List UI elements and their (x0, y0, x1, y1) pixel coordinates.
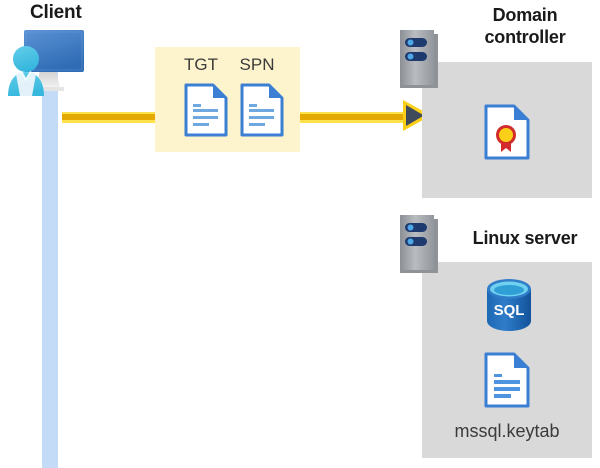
spn-document-icon (240, 83, 284, 142)
tgt-label: TGT (184, 55, 218, 74)
arrow-head-icon (403, 100, 431, 131)
user-computer-icon (6, 26, 90, 98)
client-lifeline (42, 60, 58, 468)
sql-database-icon: SQL (483, 277, 535, 338)
spn-label: SPN (239, 55, 275, 74)
certificate-document-icon (484, 104, 530, 165)
linux-server-rack-icon (400, 215, 438, 278)
domain-controller-label: Domain controller (484, 5, 566, 47)
message-payload-box: TGT SPN (155, 47, 300, 152)
client-label: Client (30, 2, 82, 23)
sql-icon-text: SQL (494, 302, 525, 319)
domain-controller-server-rack-icon (400, 30, 438, 93)
keytab-document-icon (484, 352, 530, 413)
keytab-filename-label: mssql.keytab (454, 421, 560, 441)
linux-server-label: Linux server (472, 228, 578, 248)
tgt-document-icon (184, 83, 228, 142)
